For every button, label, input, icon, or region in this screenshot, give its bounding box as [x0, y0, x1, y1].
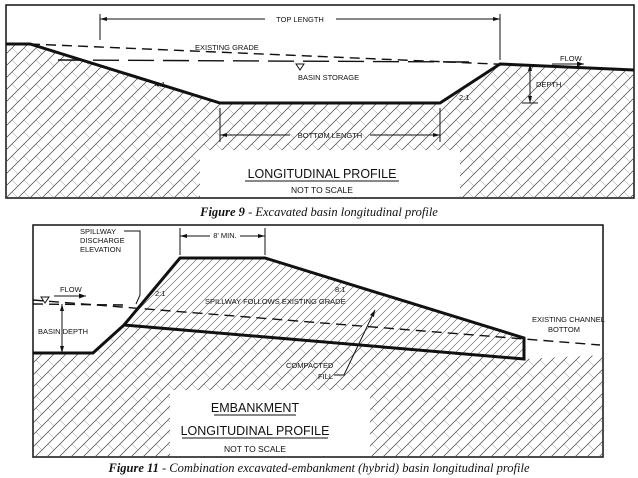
basin-depth-label: BASIN DEPTH	[38, 327, 88, 336]
top-length-label: TOP LENGTH	[276, 15, 324, 24]
depth-dimension	[522, 64, 538, 104]
figure-11-caption-text: - Combination excavated-embankment (hybr…	[159, 461, 530, 475]
spillway-label-line-2: DISCHARGE	[80, 236, 125, 245]
water-level-icon	[295, 63, 305, 71]
flow-arrowhead	[79, 293, 86, 299]
figure-9-not-to-scale: NOT TO SCALE	[291, 185, 353, 195]
min-width-label: 8' MIN.	[213, 231, 237, 240]
existing-grade-label: EXISTING GRADE	[195, 43, 259, 52]
compacted-fill-arrowhead	[370, 310, 375, 317]
ground-profile	[6, 42, 635, 105]
spillway-follows-label: SPILLWAY FOLLOWS EXISTING GRADE	[205, 297, 346, 306]
figure-9: TOP LENGTH EXISTING GRADE BASIN STORAGE …	[5, 4, 635, 199]
figure-11: 8' MIN. SPILLWAY DISCHARGE ELEVATION FLO…	[32, 224, 605, 458]
flow-label: FLOW	[560, 54, 583, 63]
figure-9-caption-text: - Excavated basin longitudinal profile	[245, 205, 438, 219]
figure-11-not-to-scale: NOT TO SCALE	[224, 444, 286, 454]
existing-grade-line	[29, 43, 635, 71]
flow-arrowhead	[577, 61, 584, 67]
figure-9-caption-number: Figure 9	[199, 205, 246, 219]
figure-9-caption: Figure 9 - Excavated basin longitudinal …	[199, 205, 438, 219]
depth-label: DEPTH	[536, 80, 561, 89]
slope-right-label: 2:1	[459, 93, 469, 102]
existing-channel-line-2: BOTTOM	[548, 325, 580, 334]
bottom-length-label: BOTTOM LENGTH	[298, 131, 362, 140]
figure-11-title-line-1: EMBANKMENT	[211, 401, 300, 415]
bottom-length-dimension	[219, 108, 441, 142]
spillway-label-line-3: ELEVATION	[80, 245, 121, 254]
compacted-fill-leader	[334, 309, 376, 376]
min-width-dimension	[179, 228, 266, 255]
spillway-label-line-1: SPILLWAY	[80, 227, 116, 236]
figure-11-caption-number: Figure 11	[107, 461, 158, 475]
slope-left-label: 2:1	[155, 289, 165, 298]
top-length-dimension	[99, 14, 501, 60]
water-level-icon	[40, 296, 50, 304]
compacted-fill-hatch	[124, 258, 524, 359]
slope-left-label: 4:1	[155, 80, 165, 89]
spillway-leader	[124, 230, 141, 305]
flow-label: FLOW	[60, 285, 83, 294]
figure-9-title: LONGITUDINAL PROFILE	[248, 167, 397, 181]
existing-channel-line-1: EXISTING CHANNEL	[532, 315, 605, 324]
basin-depth-dimension	[60, 304, 64, 353]
slope-right-label: 8:1	[335, 285, 345, 294]
compacted-fill-line-1: COMPACTED	[286, 361, 334, 370]
figure-11-caption: Figure 11 - Combination excavated-embank…	[107, 461, 529, 475]
embankment-outline	[33, 256, 526, 361]
existing-grade-line	[32, 299, 601, 346]
compacted-fill-line-2: FILL	[318, 372, 333, 381]
figure-11-title-line-2: LONGITUDINAL PROFILE	[181, 424, 330, 438]
soil-hatch	[6, 44, 634, 198]
basin-storage-label: BASIN STORAGE	[298, 73, 359, 82]
